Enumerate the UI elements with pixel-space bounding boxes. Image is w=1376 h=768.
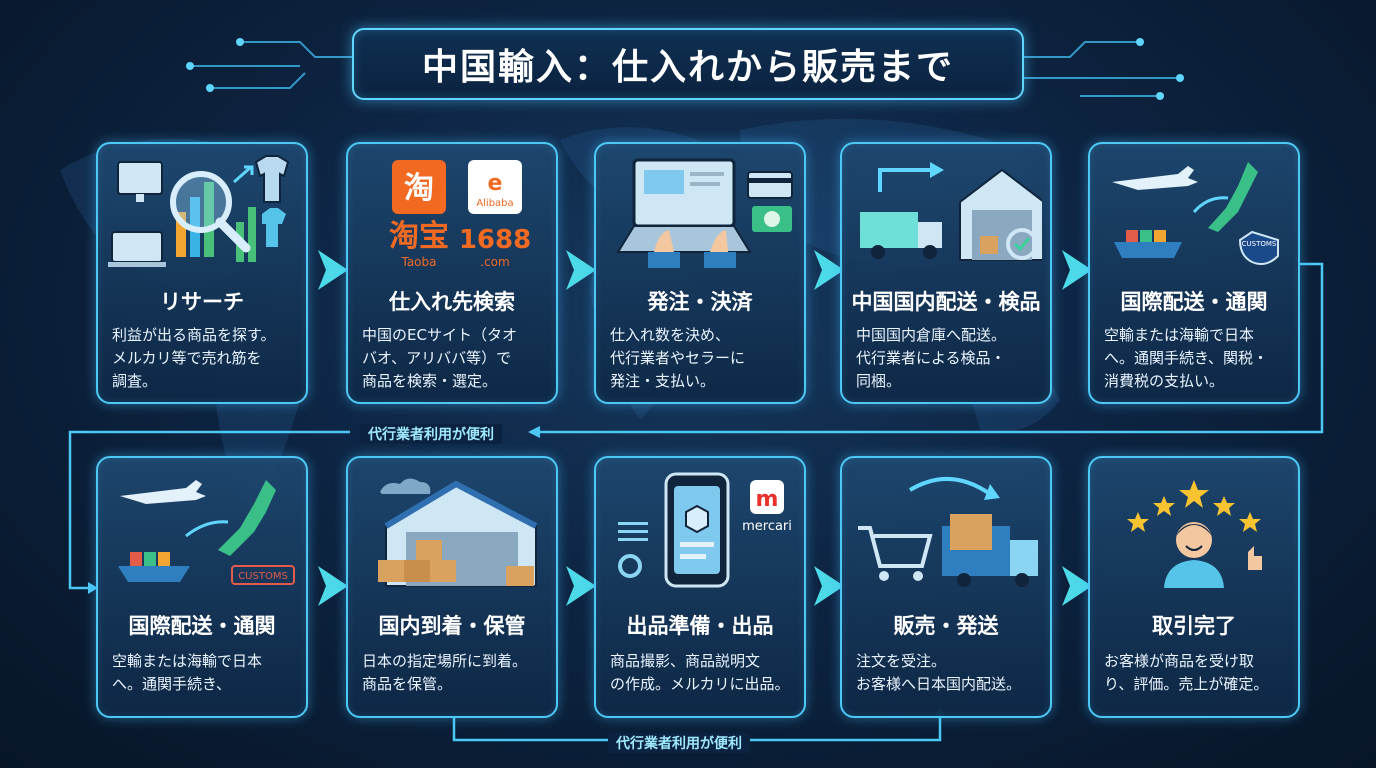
mercari-logo-glyph: m — [756, 487, 779, 512]
step-description: 仕入れ数を決め、 代行業者やセラーに 発注・支払い。 — [610, 326, 746, 390]
agent-service-note: 代行業者利用が便利 — [608, 733, 750, 753]
step-card-supplier-search: 淘 淘宝 Taoba e Alibaba 1688 .com 仕入れ先検索 中国… — [346, 142, 558, 404]
step-description: 空輸または海輸で日本 へ。通関手続き、関税・ 消費税の支払い。 — [1104, 326, 1268, 390]
taobao-logo-glyph: 淘 — [404, 171, 434, 206]
step-description: 中国のECサイト（タオ バオ、アリババ等）で 商品を検索・選定。 — [362, 326, 517, 390]
step-title: 国際配送・通関 — [1120, 290, 1268, 314]
step-title: 販売・発送 — [893, 614, 999, 638]
svg-text:e: e — [488, 171, 503, 196]
flow-arrow-icon — [814, 250, 844, 290]
step-title: 中国国内配送・検品 — [851, 290, 1041, 314]
laptop-payment-illustration — [616, 158, 793, 268]
step-title: 発注・決済 — [647, 290, 753, 314]
taobao-logo-text: 淘宝 — [389, 219, 449, 254]
step-title: リサーチ — [160, 290, 244, 314]
step-card-sale-shipping: 販売・発送 注文を受注。 お客様へ日本国内配送。 — [840, 456, 1052, 718]
step-title: 出品準備・出品 — [626, 614, 774, 638]
flow-arrow-icon — [566, 566, 596, 606]
plane-ship-japan-illustration: CUSTOMS — [118, 480, 295, 585]
step-description: 中国国内倉庫へ配送。 代行業者による検品・ 同梱。 — [856, 326, 1007, 390]
research-illustration — [108, 155, 290, 267]
smartphone-mercari-illustration: m mercari — [618, 472, 792, 588]
flow-arrow-icon — [1062, 566, 1092, 606]
step-card-international-shipping: CUSTOMS 国際配送・通関 空輸または海輸で日本 へ。通関手続き、関税・ 消… — [1088, 142, 1300, 404]
flow-arrow-icon — [318, 566, 348, 606]
step-description: 空輸または海輸で日本 へ。通関手続き、 — [112, 652, 263, 693]
step-card-listing: m mercari 出品準備・出品 商品撮影、商品説明文 の作成。メルカリに出品… — [594, 456, 806, 718]
flow-arrow-icon — [566, 250, 596, 290]
plane-ship-japan-illustration: CUSTOMS — [1112, 162, 1279, 265]
flow-arrow-icon — [814, 566, 844, 606]
page-title: 中国輸入：仕入れから販売まで — [421, 47, 954, 88]
warehouse-truck-illustration — [860, 162, 1042, 261]
cart-delivery-truck-illustration — [858, 477, 1038, 587]
step-title: 国内到着・保管 — [378, 614, 526, 638]
step-title: 仕入れ先検索 — [389, 290, 515, 314]
happy-customer-stars-illustration — [1127, 480, 1262, 588]
agent-service-note: 代行業者利用が便利 — [360, 424, 502, 444]
alibaba-name: Alibaba — [476, 198, 513, 209]
step-description: お客様が商品を受け取 り、評価。売上が確定。 — [1104, 652, 1269, 693]
step-description: 日本の指定場所に到着。 商品を保管。 — [362, 652, 528, 693]
step-description: 商品撮影、商品説明文 の作成。メルカリに出品。 — [610, 652, 790, 693]
step-card-domestic-china-shipping: 中国国内配送・検品 中国国内倉庫へ配送。 代行業者による検品・ 同梱。 — [840, 142, 1052, 404]
svg-text:.com: .com — [480, 255, 509, 269]
supplier-logos-illustration: 淘 淘宝 Taoba e Alibaba 1688 .com — [389, 160, 531, 269]
flow-arrow-icon — [1062, 250, 1092, 290]
step-title: 国際配送・通関 — [128, 614, 276, 638]
taobao-name: Taoba — [400, 255, 436, 269]
step-description: 利益が出る商品を探す。 メルカリ等で売れ筋を 調査。 — [112, 326, 276, 390]
step-description: 注文を受注。 お客様へ日本国内配送。 — [856, 652, 1022, 693]
step-card-research: リサーチ 利益が出る商品を探す。 メルカリ等で売れ筋を 調査。 — [96, 142, 308, 404]
mercari-name: mercari — [742, 519, 792, 534]
step-card-transaction-complete: 取引完了 お客様が商品を受け取 り、評価。売上が確定。 — [1088, 456, 1300, 718]
alibaba-1688-text: 1688 — [459, 225, 531, 255]
page-title-box: 中国輸入：仕入れから販売まで — [352, 28, 1024, 100]
customs-badge-text: CUSTOMS — [1242, 240, 1277, 248]
japan-warehouse-illustration — [378, 478, 538, 587]
step-card-order-payment: 発注・決済 仕入れ数を決め、 代行業者やセラーに 発注・支払い。 — [594, 142, 806, 404]
step-card-domestic-arrival: 国内到着・保管 日本の指定場所に到着。 商品を保管。 — [346, 456, 558, 718]
step-card-international-shipping-2: CUSTOMS 国際配送・通関 空輸または海輸で日本 へ。通関手続き、 — [96, 456, 308, 718]
flow-arrow-icon — [318, 250, 348, 290]
customs-stamp-text: CUSTOMS — [238, 571, 288, 582]
row-connector-line — [540, 262, 1324, 434]
step-title: 取引完了 — [1152, 614, 1236, 638]
